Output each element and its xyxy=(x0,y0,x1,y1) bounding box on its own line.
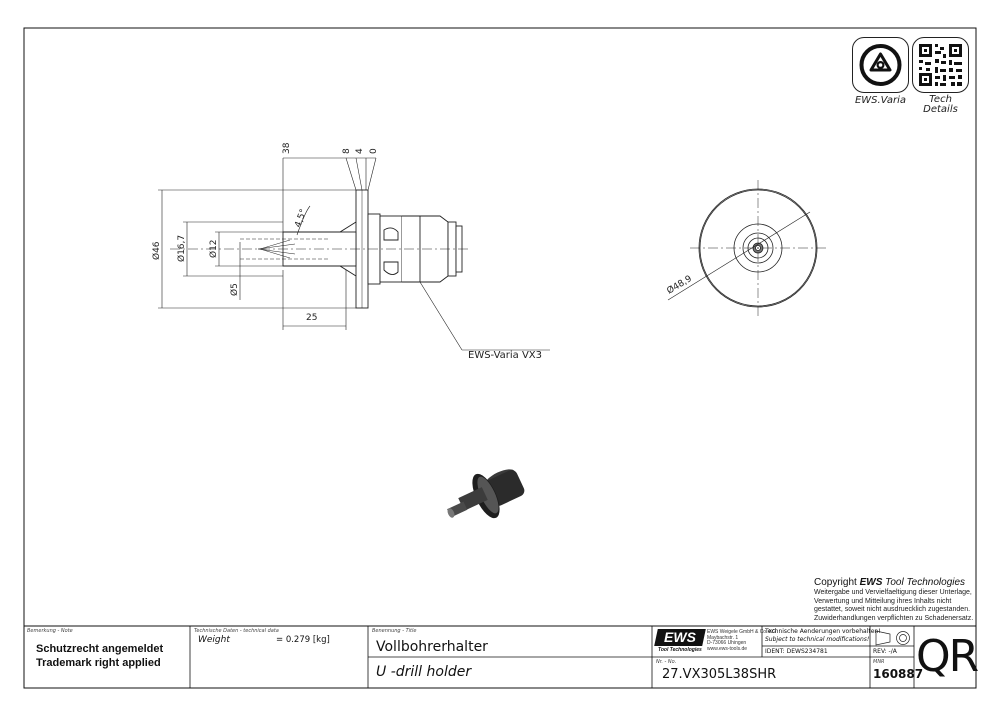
ews-logo-text: EWS xyxy=(664,629,696,645)
rev-label: REV: xyxy=(873,648,887,655)
qr-label: QR xyxy=(916,631,979,682)
tech-caption-line-2: Details xyxy=(923,104,958,115)
remark-caption: Bemerkung - Note xyxy=(27,628,73,634)
copyright-suffix: Tool Technologies xyxy=(885,577,966,588)
address-line: D-73066 Uhingen xyxy=(707,640,747,646)
copyright-title: Copyright EWS Tool Technologies xyxy=(814,577,965,588)
title-block-grid xyxy=(189,626,915,688)
copyright-line: gestattet, soweit nicht ausdruecklich zu… xyxy=(814,606,971,613)
qr-code-icon xyxy=(919,44,962,86)
dim-38: 38 xyxy=(282,142,292,154)
varia-coupling-icon xyxy=(859,44,902,86)
title-english: U -drill holder xyxy=(376,664,472,680)
ews-logo-sub: Tool Technologies xyxy=(658,647,702,653)
dim-d12: Ø12 xyxy=(208,239,219,258)
dim-4: 4 xyxy=(355,148,365,154)
tech-details-qr-icon[interactable] xyxy=(912,37,969,93)
dim-8: 8 xyxy=(342,148,352,154)
weight-value: = 0.279 [kg] xyxy=(276,635,330,645)
mnr-value: 160887 xyxy=(873,667,924,681)
tech-details-caption: Tech Details xyxy=(912,95,969,115)
techdata-caption: Technische Daten - technical data xyxy=(194,628,279,634)
dim-0: 0 xyxy=(369,148,379,154)
address-line: Maybachstr. 1 xyxy=(707,634,739,641)
change-note-en: Subject to technical modifications! xyxy=(765,636,870,643)
weight-label: Weight xyxy=(198,635,230,645)
ident-label: IDENT: xyxy=(765,648,785,655)
remark-line-1: Schutzrecht angemeldet xyxy=(36,643,164,655)
projection-symbol xyxy=(875,630,910,646)
remark-line-2: Trademark right applied xyxy=(36,657,161,669)
copyright-prefix: Copyright xyxy=(814,577,857,588)
rev-field: REV: -/A xyxy=(873,648,897,655)
tech-caption-line-1: Tech xyxy=(929,94,952,105)
isometric-render xyxy=(447,469,525,519)
sheet-frame xyxy=(23,27,977,689)
callout-varia: EWS-Varia VX3 xyxy=(468,350,542,361)
ident-field: IDENT: DEWS234781 xyxy=(765,648,828,655)
nr-caption: Nr. - No. xyxy=(656,659,677,665)
dim-d46: Ø46 xyxy=(151,241,162,260)
copyright-text: Weitergabe und Vervielfaeltigung dieser … xyxy=(814,589,973,623)
company-address: EWS Weigele GmbH & Co. KG Maybachstr. 1 … xyxy=(707,629,777,652)
address-line: www.ews-tools.de xyxy=(707,645,748,652)
copyright-line: Verwertung und Mitteilung ihres Inhalts … xyxy=(814,597,952,605)
ews-logo: EWS xyxy=(654,629,706,646)
dim-angle: 4,5° xyxy=(293,208,309,229)
rev-value: -/A xyxy=(888,648,897,655)
copyright-line: Zuwiderhandlungen verpflichten zu Schade… xyxy=(814,614,974,622)
dim-length-25: 25 xyxy=(306,313,317,323)
dim-d5: Ø5 xyxy=(229,283,240,296)
title-german: Vollbohrerhalter xyxy=(376,639,488,655)
part-number: 27.VX305L38SHR xyxy=(662,667,777,682)
change-note-de: Technische Aenderungen vorbehalten! xyxy=(765,628,881,635)
side-view xyxy=(170,189,470,309)
address-line: EWS Weigele GmbH & Co. KG xyxy=(707,629,777,635)
varia-caption: EWS.Varia xyxy=(854,95,907,106)
ident-value: DEWS234781 xyxy=(786,648,828,655)
ews-varia-icon[interactable] xyxy=(852,37,909,93)
mnr-caption: MNR xyxy=(873,659,885,665)
title-caption: Benennung - Title xyxy=(372,628,417,634)
front-view xyxy=(667,180,826,316)
side-view-dimensions xyxy=(158,157,550,351)
copyright-brand: EWS xyxy=(859,577,883,588)
copyright-line: Weitergabe und Vervielfaeltigung dieser … xyxy=(814,589,972,596)
dim-d16-7: Ø16,7 xyxy=(176,235,187,262)
